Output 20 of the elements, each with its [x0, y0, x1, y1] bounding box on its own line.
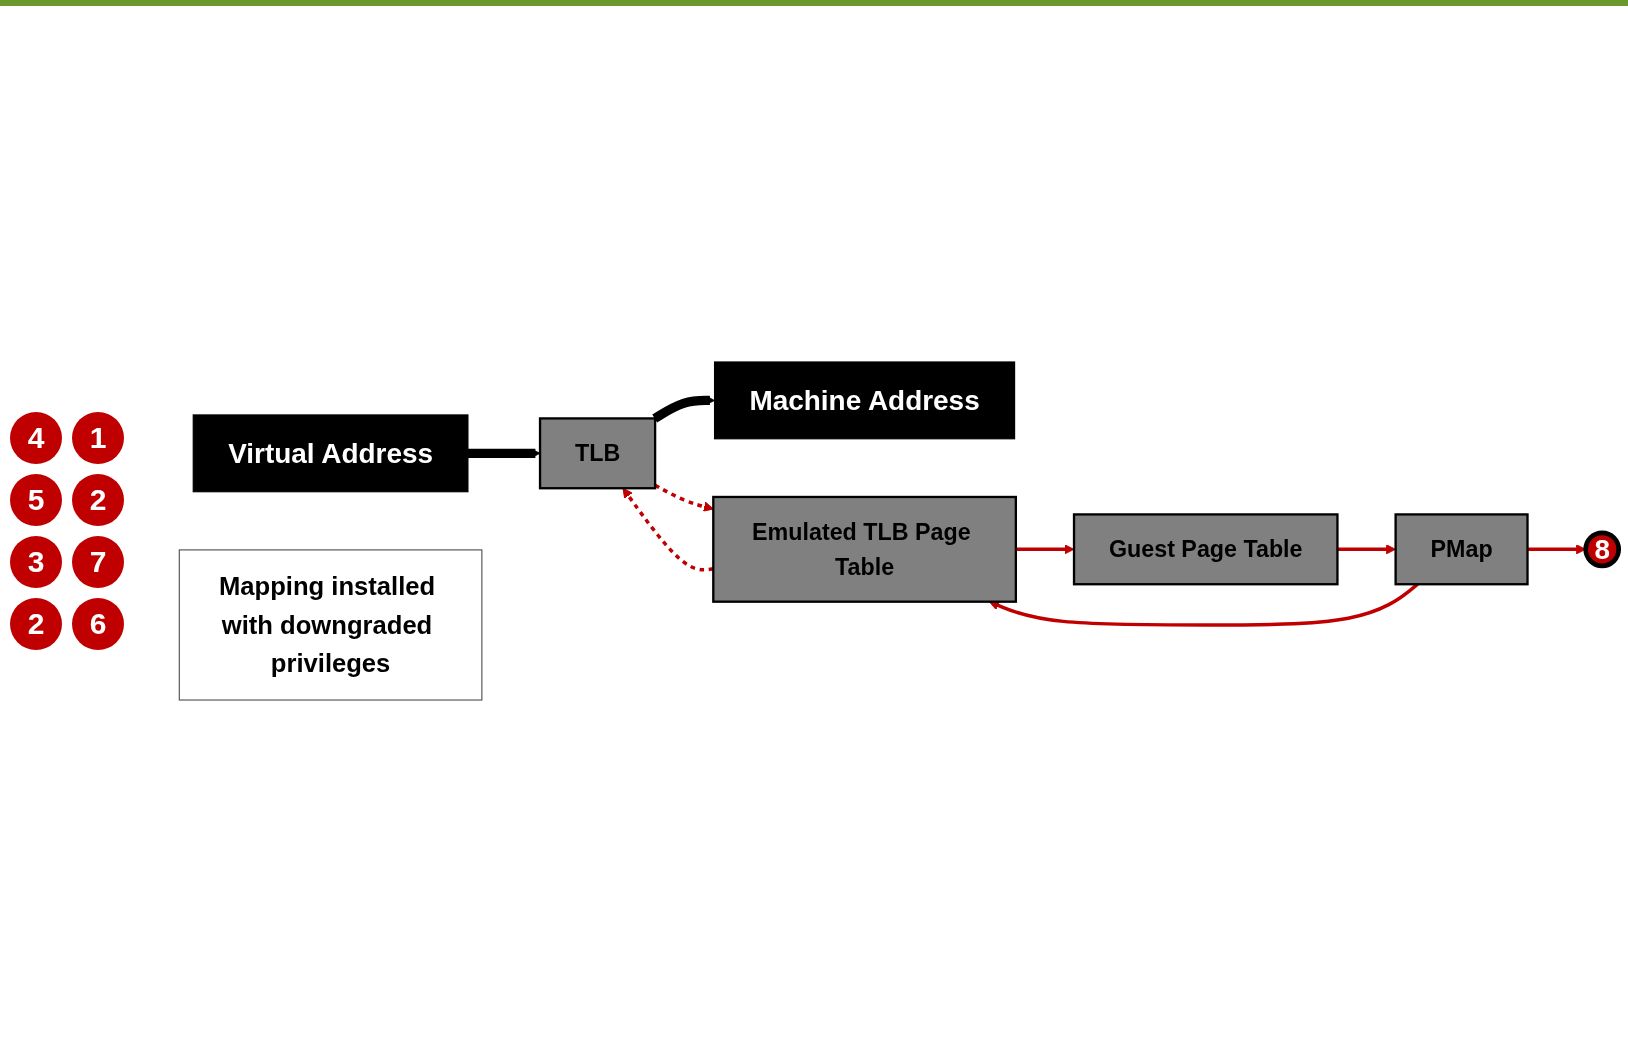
- step-number: 1: [72, 412, 124, 464]
- node-box: Virtual Address: [192, 414, 469, 493]
- node-box: TLB: [538, 417, 657, 490]
- arrow: [1015, 544, 1075, 555]
- node-box: Mapping installed with downgraded privileges: [178, 549, 483, 701]
- step-number: 4: [10, 412, 62, 464]
- node-box: Guest Page Table: [1072, 513, 1339, 586]
- node-box: PMap: [1394, 513, 1529, 586]
- node-box: Machine Address: [713, 361, 1016, 440]
- step-number: 7: [72, 536, 124, 588]
- arrow: [467, 448, 541, 459]
- arrow: [652, 395, 715, 423]
- arrow: [654, 483, 714, 512]
- step-number: 2: [72, 474, 124, 526]
- step-number: 2: [10, 598, 62, 650]
- node-box: Emulated TLB Page Table: [712, 495, 1017, 603]
- node-circle: 8: [1583, 530, 1621, 569]
- step-number: 3: [10, 536, 62, 588]
- step-number: 6: [72, 598, 124, 650]
- step-number: 5: [10, 474, 62, 526]
